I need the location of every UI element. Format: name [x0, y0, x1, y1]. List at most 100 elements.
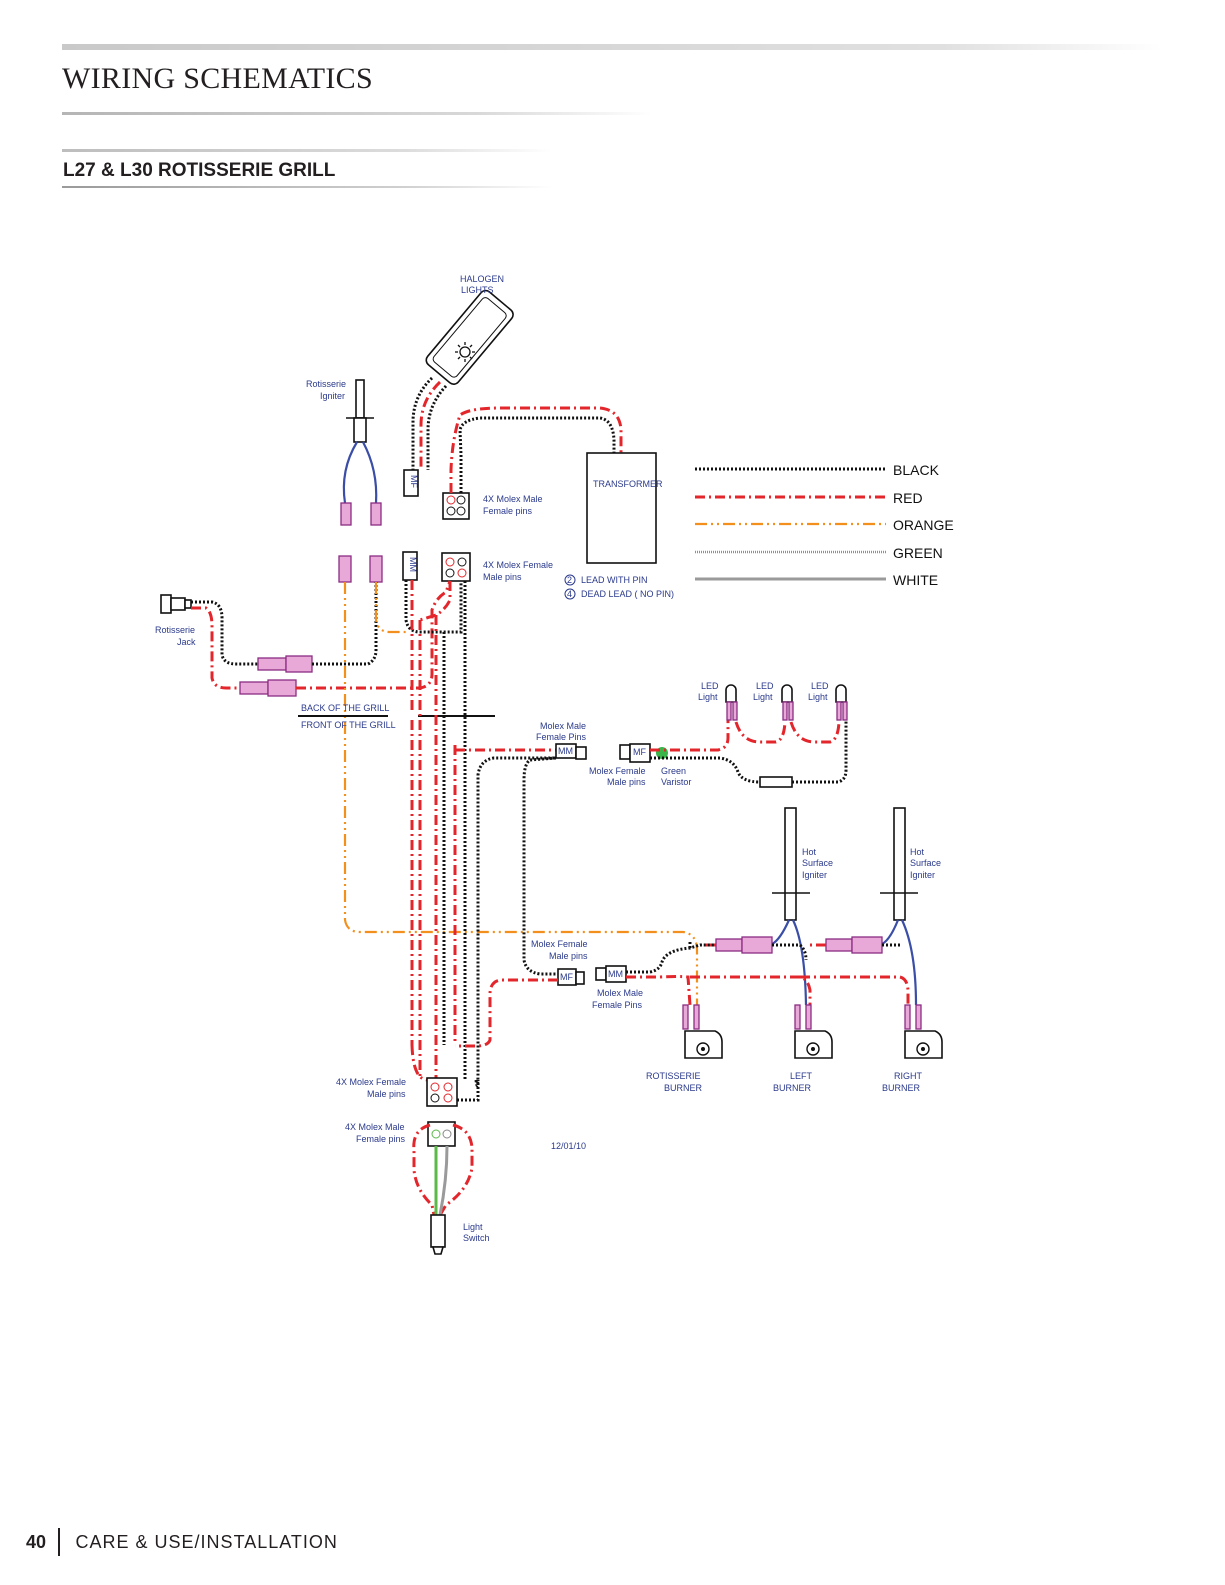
hsi-left-label-2: Surface [802, 858, 833, 868]
svg-text:2: 2 [567, 575, 572, 585]
mm-connector-low [605, 965, 627, 983]
hsi-right-terminal-b [851, 936, 883, 954]
molex-bottom-female-label-2: Male pins [367, 1089, 406, 1099]
right-burner-label-2: BURNER [882, 1083, 921, 1093]
section-overline [62, 149, 552, 152]
molex-top-female-label-1: 4X Molex Female [483, 560, 553, 570]
led-light-2 [781, 684, 794, 721]
light-switch-label-2: Switch [463, 1233, 490, 1243]
legend-black-label: BLACK [893, 462, 940, 478]
molex-bottom-male-label-1: 4X Molex Male [345, 1122, 405, 1132]
page-number: 40 [26, 1531, 47, 1552]
section-title: L27 & L30 ROTISSERIE GRILL [63, 160, 336, 181]
light-switch-label-1: Light [463, 1222, 483, 1232]
svg-text:MM: MM [558, 746, 573, 756]
front-of-grill-label: FRONT OF THE GRILL [301, 720, 396, 730]
hsi-right-label-2: Surface [910, 858, 941, 868]
hsi-right-label-1: Hot [910, 847, 925, 857]
molex-4x-bottom-female [426, 1077, 458, 1107]
footer-divider [58, 1528, 60, 1556]
rot-igniter-label-1: Rotisserie [306, 379, 346, 389]
molex-female-mid-label-1: Molex Female [589, 766, 646, 776]
transformer-label: TRANSFORMER [593, 479, 663, 489]
rotisserie-jack [160, 594, 192, 614]
molex-4x-top-female [441, 552, 471, 582]
rot-jack-label-1: Rotisserie [155, 625, 195, 635]
halogen-mf-connector [403, 469, 419, 497]
sun-icon [455, 342, 475, 362]
molex-top-female-label-2: Male pins [483, 572, 522, 582]
molex-bottom-male-label-2: Female pins [356, 1134, 406, 1144]
left-burner-label-2: BURNER [773, 1083, 812, 1093]
jack-terminal-right [369, 555, 383, 583]
svg-text:4: 4 [567, 589, 572, 599]
fuse [759, 776, 793, 788]
page-title: WIRING SCHEMATICS [62, 62, 373, 95]
led-light-1 [725, 684, 738, 721]
rotisserie-burner-label-2: BURNER [664, 1083, 703, 1093]
rotisserie-igniter [346, 379, 374, 443]
top-gray-rule [62, 44, 1162, 50]
footer-label: CARE & USE/INSTALLATION [75, 1531, 338, 1552]
hsi-left-terminal-a [715, 938, 743, 952]
led-3-label-1: LED [811, 681, 829, 691]
molex-male-low-label-2: Female Pins [592, 1000, 643, 1010]
molex-top-male-label-1: 4X Molex Male [483, 494, 543, 504]
igniter-terminal-left [340, 502, 352, 526]
led-2-label-1: LED [756, 681, 774, 691]
hsi-left-label-1: Hot [802, 847, 817, 857]
back-of-grill-label: BACK OF THE GRILL [301, 703, 389, 713]
igniter-terminal-right [370, 502, 382, 526]
light-switch [430, 1214, 446, 1255]
molex-male-pins-label-1: Molex Male [540, 721, 586, 731]
svg-text:MF: MF [633, 747, 646, 757]
title-underline [62, 112, 652, 115]
lead-with-pin-label: LEAD WITH PIN [581, 575, 648, 585]
legend-white-label: WHITE [893, 572, 938, 588]
transformer [586, 452, 657, 564]
legend-green-label: GREEN [893, 545, 943, 561]
jack-terminal-left [338, 555, 352, 583]
molex-female-low-label-1: Molex Female [531, 939, 588, 949]
molex-4x-bottom-male [427, 1121, 456, 1147]
jack-black-terminal [257, 657, 287, 671]
led-1-label-2: Light [698, 692, 718, 702]
led-3-label-2: Light [808, 692, 828, 702]
svg-text:MF: MF [409, 475, 419, 488]
hsi-right-label-3: Igniter [910, 870, 935, 880]
rot-igniter-label-2: Igniter [320, 391, 345, 401]
right-burner [904, 1004, 943, 1059]
mf-connector-mid [629, 743, 651, 763]
hsi-right-terminal-a [825, 938, 853, 952]
halogen-label-1: HALOGEN [460, 274, 504, 284]
hot-surface-igniter-right [880, 807, 918, 921]
halogen-label-2: LIGHTS [461, 285, 494, 295]
diagram-date: 12/01/10 [551, 1141, 586, 1151]
molex-top-male-label-2: Female pins [483, 506, 533, 516]
left-burner [794, 1004, 833, 1059]
jack-red-terminal [239, 681, 269, 695]
led-1-label-1: LED [701, 681, 719, 691]
legend-red-label: RED [893, 490, 923, 506]
svg-text:MM: MM [408, 557, 418, 572]
molex-male-low-label-1: Molex Male [597, 988, 643, 998]
led-light-3 [835, 684, 848, 721]
molex-female-low-label-2: Male pins [549, 951, 588, 961]
jack-red-terminal-mate [267, 679, 297, 697]
left-burner-label-1: LEFT [790, 1071, 813, 1081]
section-underline [62, 186, 552, 188]
molex-bottom-female-label-1: 4X Molex Female [336, 1077, 406, 1087]
rotisserie-burner-label-1: ROTISSERIE [646, 1071, 701, 1081]
green-varistor-label-1: Green [661, 766, 686, 776]
legend: BLACK RED ORANGE GREEN WHITE [695, 462, 954, 588]
rot-jack-label-2: Jack [177, 637, 196, 647]
right-burner-label-1: RIGHT [894, 1071, 923, 1081]
legend-orange-label: ORANGE [893, 517, 954, 533]
led-2-label-2: Light [753, 692, 773, 702]
hsi-left-label-3: Igniter [802, 870, 827, 880]
molex-4x-top-male [442, 492, 470, 520]
molex-male-pins-label-2: Female Pins [536, 732, 587, 742]
page-footer: 40 CARE & USE/INSTALLATION [26, 1528, 338, 1556]
mm-connector-top [402, 551, 418, 581]
